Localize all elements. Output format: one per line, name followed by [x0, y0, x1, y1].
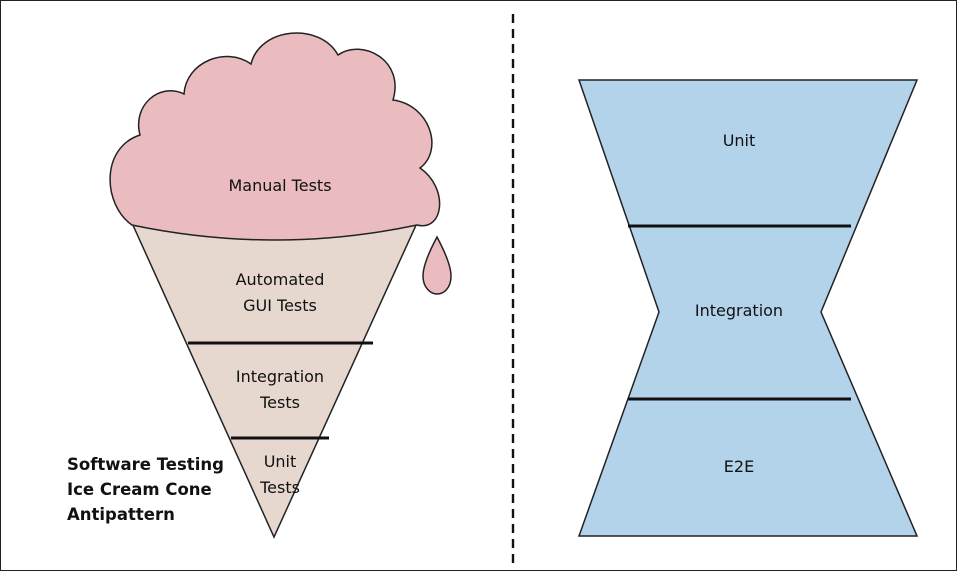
- cone-unit-label-line2: Tests: [259, 478, 300, 497]
- cone-integration-label-line2: Tests: [259, 393, 300, 412]
- automated-gui-label-line2: GUI Tests: [243, 296, 317, 315]
- cone-integration-label-line1: Integration: [236, 367, 324, 386]
- antipattern-caption: Software Testing Ice Cream Cone Antipatt…: [67, 455, 224, 524]
- hourglass-e2e-label: E2E: [724, 457, 754, 476]
- manual-tests-label: Manual Tests: [228, 176, 331, 195]
- ice-cream-scoop: [109, 32, 441, 241]
- hourglass-integration-label: Integration: [695, 301, 783, 320]
- ice-cream-cone: Manual Tests Automated GUI Tests Integra…: [109, 32, 452, 539]
- hourglass-shape: [577, 79, 919, 537]
- caption-line-2: Ice Cream Cone: [67, 480, 212, 499]
- cone-unit-label-line1: Unit: [264, 452, 297, 471]
- hourglass-unit-label: Unit: [723, 131, 756, 150]
- automated-gui-label-line1: Automated: [236, 270, 325, 289]
- caption-line-3: Antipattern: [67, 505, 175, 524]
- caption-line-1: Software Testing: [67, 455, 224, 474]
- ice-cream-drip: [422, 235, 452, 295]
- testing-hourglass: Unit Integration E2E: [577, 79, 919, 537]
